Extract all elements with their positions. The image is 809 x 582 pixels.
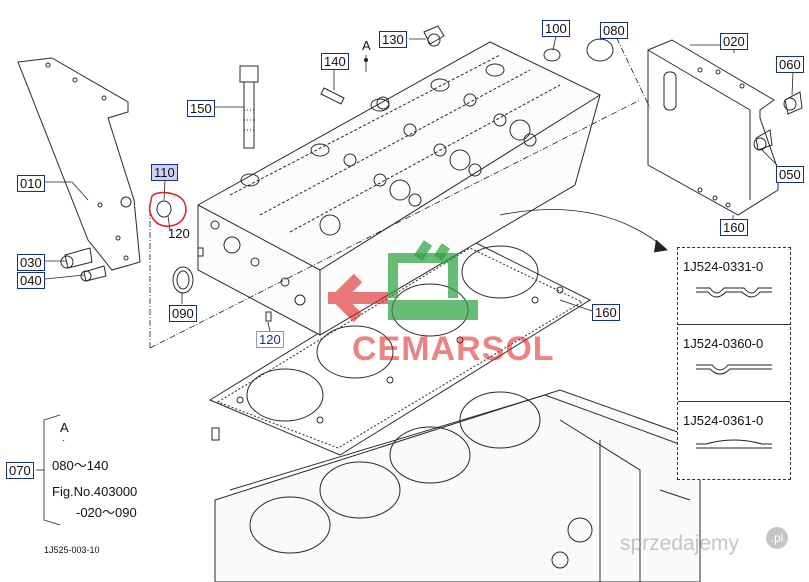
pin-120-upper — [197, 247, 204, 257]
pin-140 — [320, 87, 345, 105]
callout-140[interactable]: 140 — [321, 53, 349, 70]
variant-profile-icon — [696, 287, 772, 298]
bolt-150 — [239, 65, 259, 149]
highlight-110 — [148, 191, 187, 227]
callout-110[interactable]: 110 — [151, 164, 178, 181]
point-a-label: A — [362, 38, 371, 53]
variant-part-number: 1J524-0361-0 — [683, 413, 764, 428]
callout-150[interactable]: 150 — [187, 100, 215, 117]
callout-090[interactable]: 090 — [169, 305, 197, 322]
fitting-130 — [423, 25, 445, 47]
callout-030[interactable]: 030 — [17, 254, 45, 271]
watermark-brand-text: CEMARSOL — [352, 330, 555, 368]
bolt-050-060 — [753, 91, 803, 151]
note-line-2: Fig.No.403000 — [52, 484, 138, 499]
bolt-030-040 — [60, 247, 107, 282]
cylinder-head — [197, 41, 601, 336]
variant-cell[interactable]: 1J524-0361-0 — [678, 402, 790, 478]
callout-040[interactable]: 040 — [17, 272, 45, 289]
callout-070[interactable]: 070 — [6, 462, 34, 479]
engine-block — [211, 389, 701, 582]
bracket-right — [647, 39, 779, 216]
callout-020[interactable]: 020 — [720, 33, 748, 50]
site-badge: .pl — [766, 527, 788, 549]
callout-160-variants[interactable]: 160 — [720, 219, 748, 236]
note-line-1: 080～140 — [52, 458, 109, 473]
watermark-logo — [328, 240, 478, 323]
callout-080[interactable]: 080 — [600, 22, 628, 39]
note-title: A — [60, 420, 69, 435]
variant-profile-icon — [696, 364, 772, 375]
bracket-left — [17, 57, 141, 271]
variant-part-number: 1J524-0360-0 — [683, 336, 764, 351]
cap-080 — [586, 38, 614, 62]
callout-050[interactable]: 050 — [776, 166, 804, 183]
callout-120-lower[interactable]: 120 — [256, 331, 284, 348]
variant-cell[interactable]: 1J524-0360-0 — [678, 325, 790, 402]
point-a-dot — [364, 58, 368, 62]
variant-profile-icon — [696, 439, 772, 449]
callout-120-upper[interactable]: 120 — [168, 226, 190, 241]
variant-part-number: 1J524-0331-0 — [683, 259, 764, 274]
pin-120-lower — [265, 311, 272, 322]
callout-010[interactable]: 010 — [17, 175, 45, 192]
note-line-3: -020～090 — [76, 505, 137, 520]
bushing-110 — [156, 200, 172, 218]
site-watermark: sprzedajemy — [620, 532, 740, 555]
gasket-variant-box: 1J524-0331-0 1J524-0360-0 1J524-0361-0 — [677, 247, 791, 480]
variant-cell[interactable]: 1J524-0331-0 — [678, 248, 790, 325]
figure-id: 1J525-003-10 — [44, 545, 100, 555]
callout-100[interactable]: 100 — [542, 20, 570, 37]
note-dot: · — [62, 435, 66, 446]
plug-100 — [543, 48, 561, 62]
seal-090 — [172, 266, 194, 294]
callout-130[interactable]: 130 — [379, 31, 407, 48]
callout-160-gasket[interactable]: 160 — [592, 304, 620, 321]
callout-060[interactable]: 060 — [776, 56, 804, 73]
